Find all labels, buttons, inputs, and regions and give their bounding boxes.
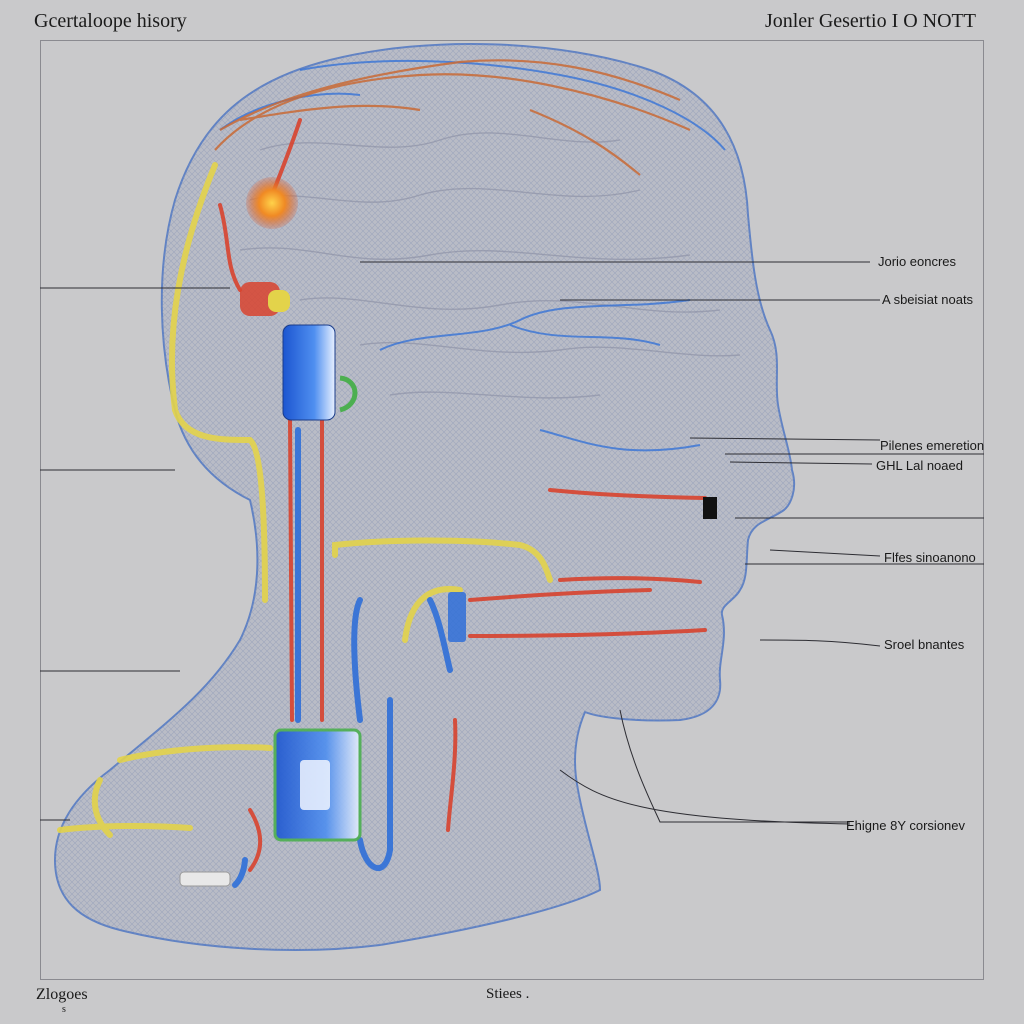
- nose-sensor: [703, 497, 717, 519]
- orange-nerves: [214, 59, 691, 176]
- yellow-node: [268, 290, 290, 312]
- lower-device-window: [300, 760, 330, 810]
- upper-device: [282, 324, 336, 421]
- mid-connector: [448, 592, 466, 642]
- footer-center: Stiees .: [486, 986, 530, 1002]
- diagram-frame: [40, 40, 984, 980]
- title-left: Gcertaloope hisory: [34, 10, 187, 32]
- diagram-label: A sbeisiat noats: [882, 292, 974, 307]
- mesh-texture: [55, 43, 795, 951]
- diagram-label: Pilenes emeretion: [880, 438, 985, 453]
- plug-connector: [179, 871, 231, 887]
- diagram-label: Sroel bnantes: [884, 637, 965, 652]
- green-clip: [339, 375, 358, 413]
- leader-lines: [40, 261, 984, 825]
- footer-mark: s: [62, 1004, 66, 1015]
- title-right: Jonler Gesertio I O NOTT: [764, 10, 976, 32]
- red-tubes: [218, 118, 707, 872]
- brain-folds: [239, 132, 741, 399]
- footer-left: Zlogoes: [36, 986, 88, 1003]
- diagram-label: Flfes sinoanono: [884, 550, 976, 565]
- diagram-label: Jorio eoncres: [878, 254, 957, 269]
- yellow-tubes: [57, 162, 553, 838]
- diagram-label: GHL Lal noaed: [876, 458, 963, 473]
- glowing-node: [246, 177, 298, 229]
- blue-tubes: [232, 427, 453, 888]
- diagram-label: Ehigne 8Y corsionev: [846, 818, 966, 833]
